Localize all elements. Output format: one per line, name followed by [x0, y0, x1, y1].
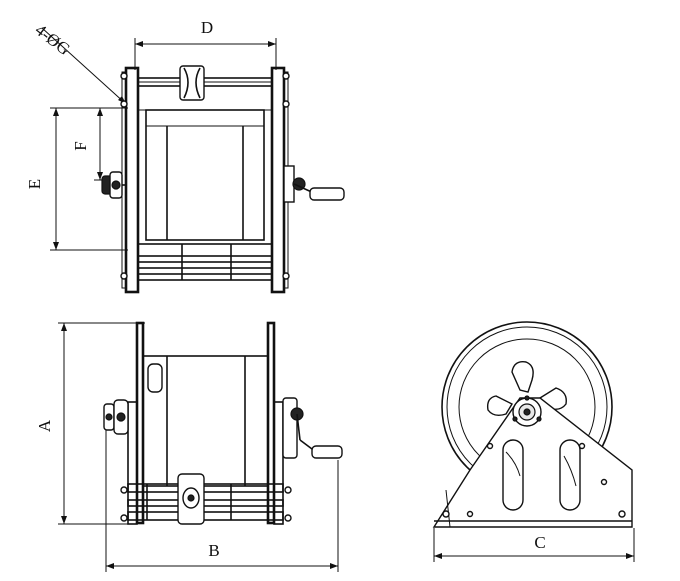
top-drum [145, 109, 265, 241]
dimension-f: F [71, 108, 112, 181]
front-guide-roller [177, 473, 205, 525]
top-left-side-plate [124, 66, 140, 294]
dimension-d: D [134, 18, 277, 70]
label-a: A [35, 419, 54, 432]
dimension-c: C [433, 528, 635, 562]
dimension-b: B [105, 430, 339, 572]
label-e: E [25, 179, 44, 189]
label-g: 4-ØG [32, 20, 74, 59]
side-slot-right [559, 439, 581, 511]
dimension-g: 4-ØG [32, 20, 127, 105]
front-left-flange [135, 321, 145, 525]
front-drum [142, 355, 269, 487]
side-slot-left [502, 439, 524, 511]
top-guide-roller [179, 65, 205, 101]
dimension-e: E [25, 107, 128, 251]
front-view: A B [35, 321, 343, 572]
front-crank-handle [282, 397, 343, 459]
side-frame-plate [432, 397, 633, 528]
top-swivel-fitting [101, 171, 126, 199]
top-right-side-plate [270, 66, 286, 294]
label-d: D [201, 18, 213, 37]
side-hub [512, 395, 542, 427]
label-b: B [208, 541, 219, 560]
side-view: C [432, 321, 635, 562]
top-view: D 4-ØG E F [25, 18, 345, 294]
dimension-a: A [35, 322, 145, 525]
label-f: F [71, 141, 90, 150]
label-c: C [534, 533, 545, 552]
front-right-flange [266, 321, 276, 525]
top-crank-handle [283, 165, 345, 203]
front-swivel-fitting [103, 399, 129, 435]
